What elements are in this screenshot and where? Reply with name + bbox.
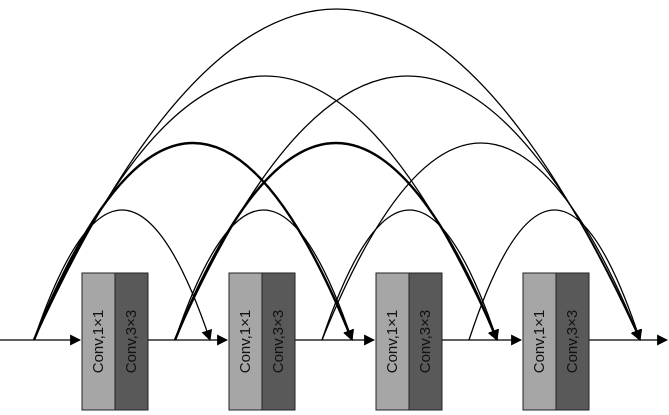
conv3x3-layer (555, 272, 590, 411)
skip-connection-arc (321, 142, 642, 342)
conv3x3-label: Conv,3×3 (270, 310, 287, 374)
conv3x3-label: Conv,3×3 (123, 310, 140, 374)
skip-connection-arc (33, 209, 213, 342)
conv3x3-layer (114, 272, 149, 411)
conv1x1-label: Conv,1×1 (237, 310, 254, 374)
conv1x1-label: Conv,1×1 (384, 310, 401, 374)
conv1x1-layer (375, 272, 410, 411)
conv-block-1: Conv,1×1 Conv,3×3 (81, 272, 149, 411)
skip-connection-arc (173, 141, 499, 342)
conv1x1-label: Conv,1×1 (90, 310, 107, 374)
conv3x3-label: Conv,3×3 (417, 310, 434, 374)
conv1x1-label: Conv,1×1 (531, 310, 548, 374)
conv1x1-layer (81, 272, 116, 411)
skip-connection-arc (468, 209, 643, 342)
conv-block-4: Conv,1×1 Conv,3×3 (522, 272, 590, 411)
conv3x3-layer (261, 272, 296, 411)
conv-block-3: Conv,1×1 Conv,3×3 (375, 272, 443, 411)
skip-connection-arc (33, 8, 641, 342)
conv1x1-layer (228, 272, 263, 411)
skip-connection-arc (32, 141, 354, 342)
conv-block-2: Conv,1×1 Conv,3×3 (228, 272, 296, 411)
skip-connections (32, 8, 643, 342)
skip-connection-arc (321, 209, 500, 342)
skip-connection-arc (174, 209, 355, 342)
conv1x1-layer (522, 272, 557, 411)
conv3x3-layer (408, 272, 443, 411)
conv3x3-label: Conv,3×3 (564, 310, 581, 374)
